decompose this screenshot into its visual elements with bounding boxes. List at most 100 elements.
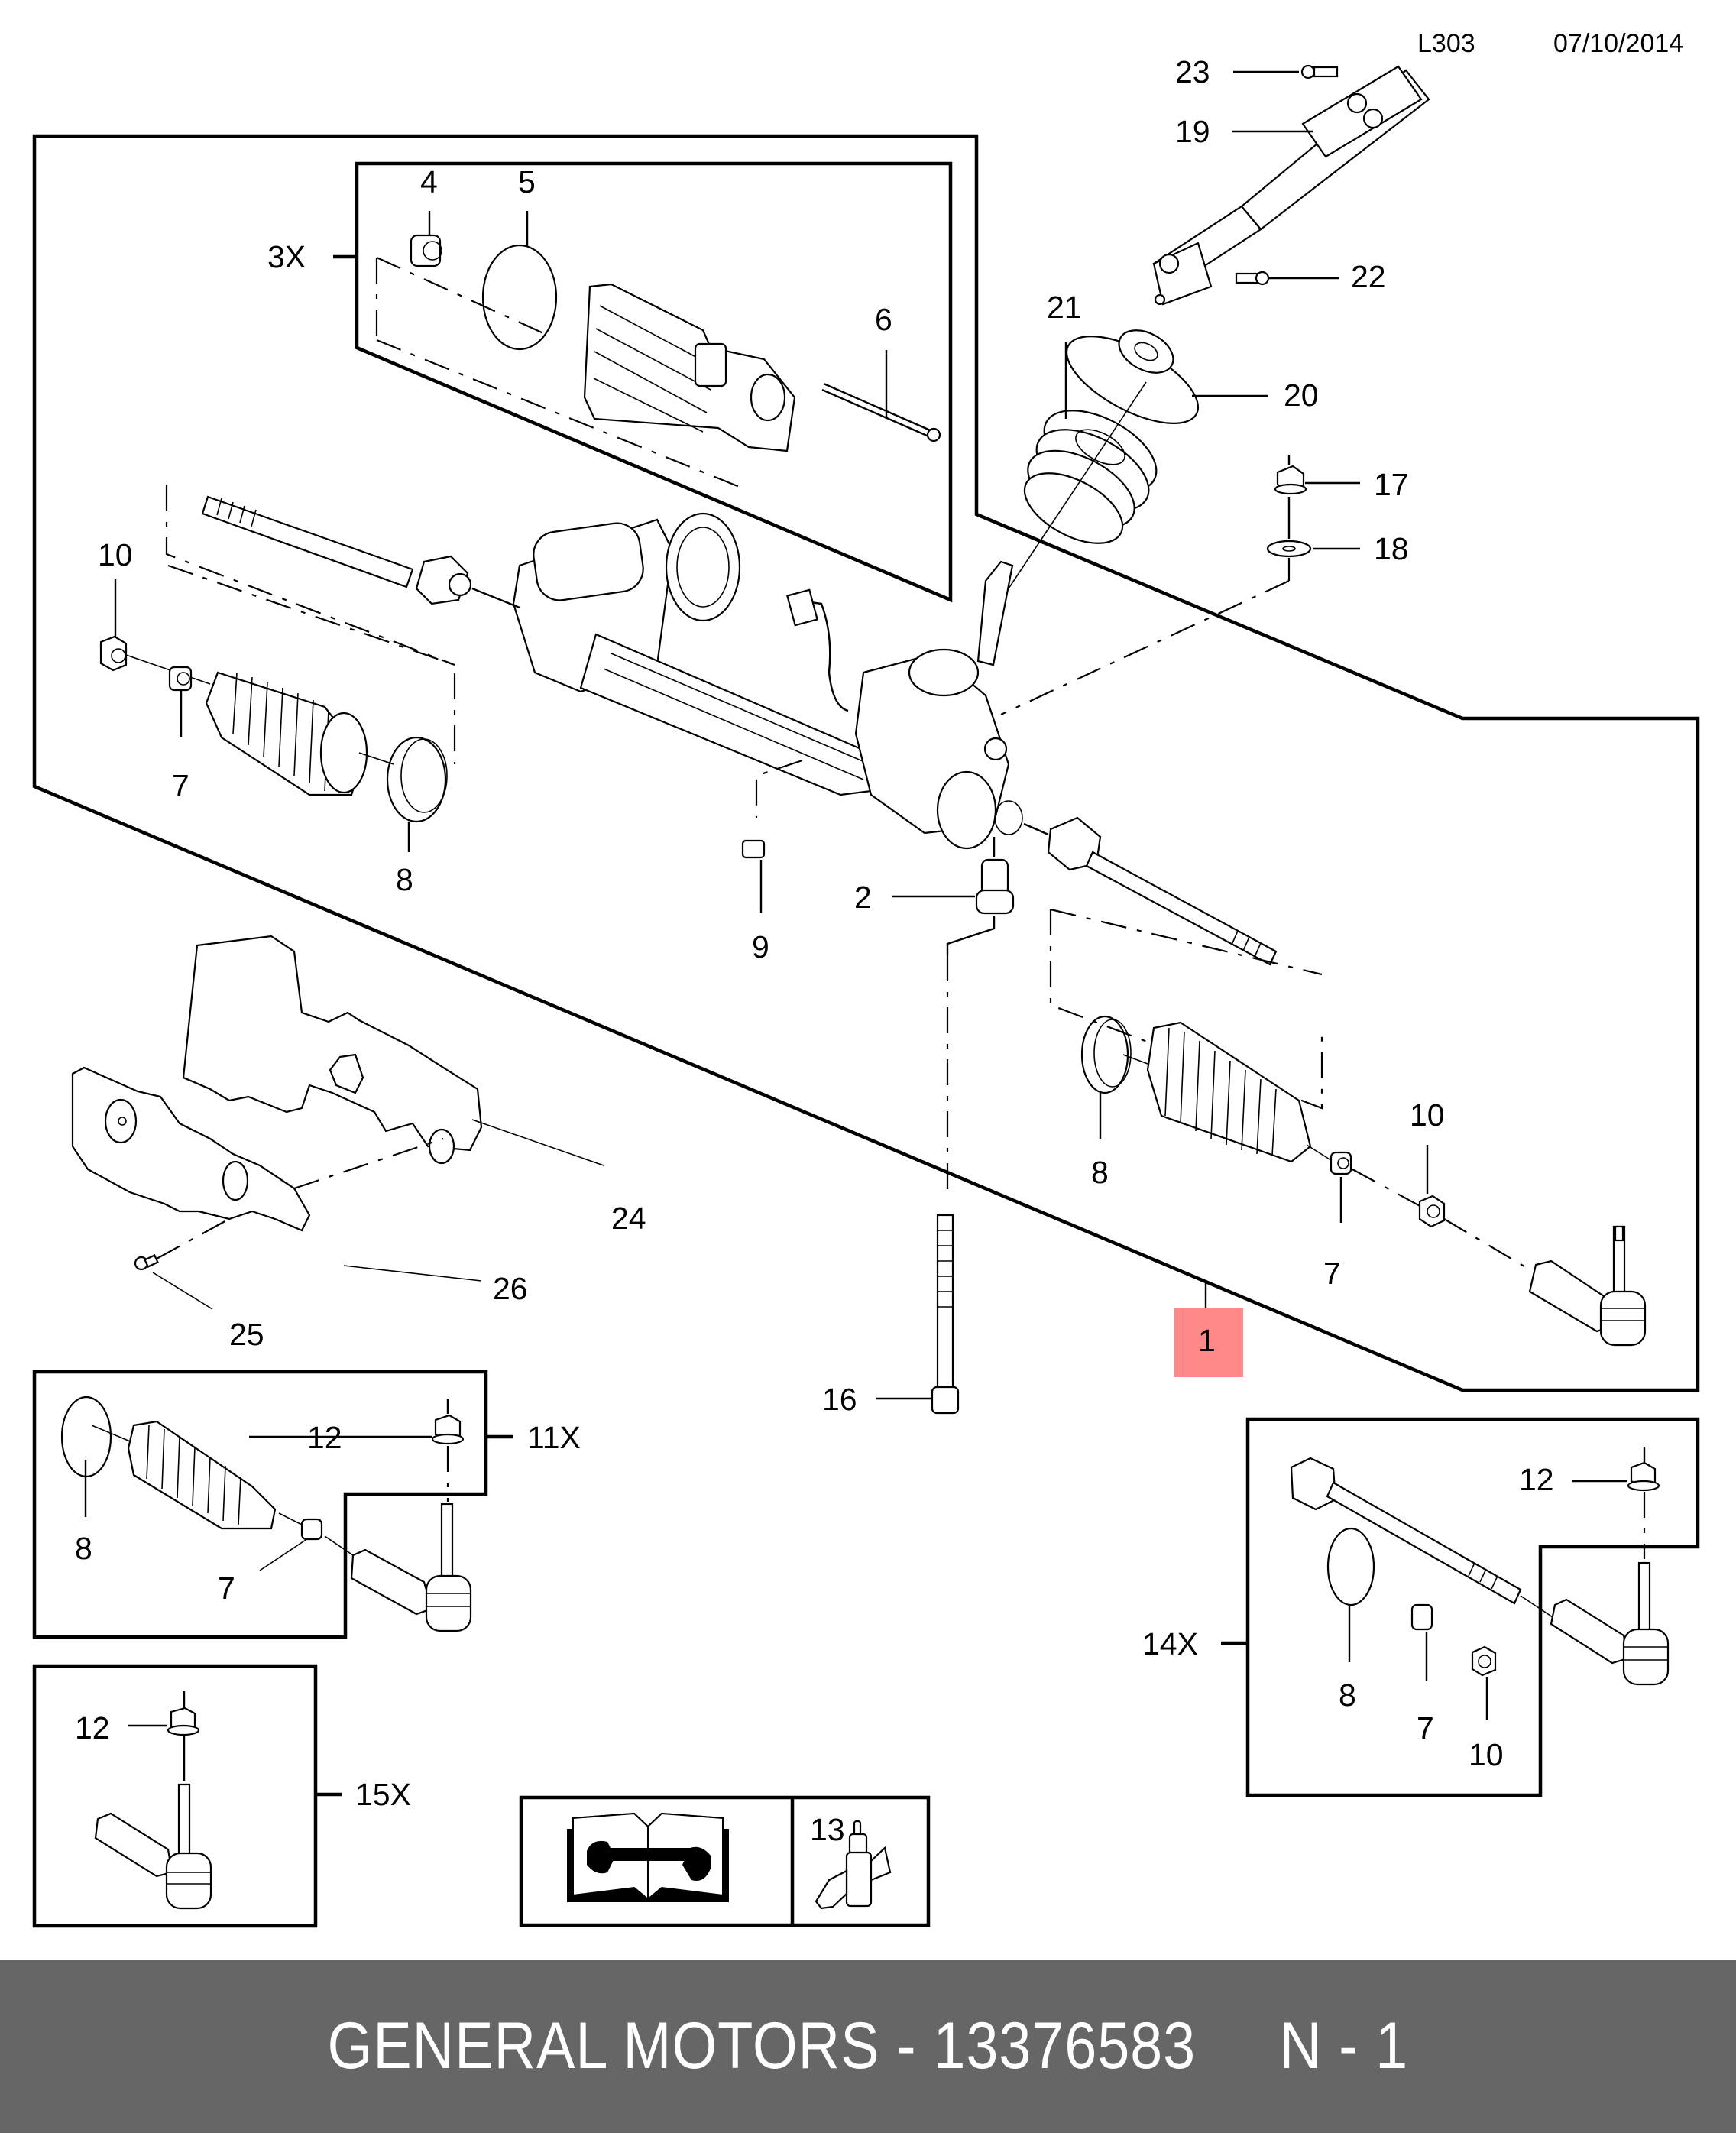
washer-18-icon (1266, 540, 1312, 558)
callout-8-left: 8 (396, 862, 413, 897)
callout-17: 17 (1374, 467, 1409, 502)
axis-right-clamp (1352, 1169, 1423, 1208)
clamp-14x-icon (1410, 1603, 1433, 1631)
callout-10-left: 10 (98, 537, 133, 572)
right-boot-clamp-ring-icon (1080, 1015, 1132, 1094)
clamp-11x-icon (300, 1518, 323, 1541)
axis-line-motor-3 (376, 339, 746, 491)
callout-20: 20 (1284, 378, 1319, 413)
axis-heat-bolt (156, 1218, 230, 1259)
callout-10-right: 10 (1410, 1097, 1445, 1133)
right-inner-tie-rod-icon (1047, 816, 1278, 966)
callout-25: 25 (229, 1317, 264, 1352)
diagram-date: 07/10/2014 (1553, 29, 1683, 58)
right-outer-tie-rod-end-icon (1528, 1225, 1647, 1347)
callout-8-14x: 8 (1339, 1678, 1356, 1713)
retaining-nut-icon (410, 234, 442, 267)
callout-1-highlight[interactable] (1174, 1308, 1243, 1377)
axis-18-mount (1000, 580, 1290, 715)
left-inner-tie-rod-icon (201, 495, 472, 605)
diagram-code: L303 (1417, 29, 1475, 58)
ring-14x-icon (1326, 1527, 1375, 1606)
right-boot-icon (1146, 1021, 1312, 1163)
pinch-bolt-lower-icon (1235, 271, 1270, 286)
callout-8-right: 8 (1091, 1155, 1109, 1190)
leader-25 (152, 1272, 213, 1310)
callout-19: 19 (1175, 114, 1210, 149)
right-tierod-box-dash-top (1050, 908, 1323, 976)
main-assembly-frame (32, 134, 1700, 1392)
callout-1: 1 (1198, 1323, 1216, 1358)
axis-right-rod (1023, 822, 1049, 836)
leader-7-11x (259, 1539, 306, 1571)
callout-18: 18 (1374, 531, 1409, 566)
nut-17-icon (1274, 465, 1307, 495)
right-tierod-box-dash (1049, 909, 1323, 1110)
heat-shield-icon (71, 935, 483, 1232)
jam-nut-14x-icon (1471, 1645, 1497, 1677)
callout-8-11x: 8 (75, 1531, 92, 1566)
service-info-box (519, 1795, 931, 1927)
steering-motor-icon (583, 283, 796, 452)
right-boot-clamp-icon (1330, 1151, 1352, 1175)
bushing-2-icon (975, 858, 1015, 915)
nut-11x-icon (431, 1414, 465, 1445)
callout-6: 6 (875, 302, 892, 337)
axis-11x (91, 1425, 134, 1444)
callout-21: 21 (1047, 290, 1082, 325)
callout-4: 4 (420, 164, 438, 199)
axis-right-outer (1443, 1218, 1529, 1269)
pinch-bolt-icon (1300, 64, 1339, 79)
outer-tie-rod-end-11x-icon (350, 1503, 472, 1632)
axis-11x-end (324, 1535, 354, 1556)
inner-tie-rod-14x-icon (1290, 1457, 1522, 1605)
leader-26 (343, 1265, 482, 1282)
left-boot-icon (205, 671, 368, 796)
dash-seal-icon (1065, 329, 1200, 424)
kit-14x-frame (1245, 1417, 1700, 1797)
callout-2: 2 (854, 880, 872, 915)
mount-bolt-16-icon (931, 1214, 960, 1415)
axis-left-jam (125, 654, 211, 685)
callout-9: 9 (752, 929, 769, 964)
callout-11x: 11X (527, 1420, 581, 1455)
axis-line-motor (376, 256, 551, 338)
callout-10-14x: 10 (1469, 1737, 1504, 1772)
callout-7-right: 7 (1323, 1256, 1341, 1291)
boot-11x-icon (127, 1420, 277, 1530)
heat-shield-bolt-icon (134, 1254, 159, 1271)
left-jam-nut-icon (99, 635, 128, 672)
threadlocker-bottle-icon (815, 1820, 892, 1910)
callout-16: 16 (822, 1382, 857, 1417)
callout-7-14x: 7 (1417, 1710, 1434, 1746)
wiring-harness-icon (794, 598, 849, 712)
axis-left-boot (358, 752, 394, 765)
callout-7-left: 7 (172, 768, 189, 803)
kit-11x-frame (32, 1370, 488, 1639)
axis-9 (755, 759, 803, 818)
callout-3x: 3X (267, 239, 306, 274)
service-manual-wrench-icon[interactable] (567, 1812, 729, 1902)
callout-22: 22 (1351, 259, 1386, 294)
axis-14x-rod (1520, 1595, 1556, 1619)
axis-heat-shield (293, 1137, 444, 1190)
left-boot-clamp-icon (168, 666, 193, 692)
connector-icon (785, 588, 819, 627)
callout-23: 23 (1175, 54, 1210, 89)
callout-5: 5 (518, 164, 536, 199)
motor-bolt-icon (821, 382, 941, 442)
callout-13: 13 (810, 1812, 845, 1847)
callout-14x: 14X (1142, 1626, 1198, 1661)
footer-part-number: GENERAL MOTORS - 13376583 N - 1 (327, 2009, 1409, 2083)
callout-12-15x: 12 (75, 1710, 110, 1746)
axis-2-bottom (946, 916, 996, 955)
nut-14x-icon (1627, 1461, 1660, 1492)
outer-tie-rod-end-14x-icon (1550, 1561, 1670, 1686)
steering-rack-housing-icon (512, 512, 1023, 850)
footer-banner: GENERAL MOTORS - 13376583 N - 1 (0, 1960, 1736, 2133)
callout-12-11x: 12 (307, 1420, 342, 1455)
clip-9-icon (741, 839, 766, 859)
axis-left-rod (471, 587, 520, 609)
intermediate-shaft-icon (1152, 65, 1430, 306)
axis-right-boot (1306, 1144, 1334, 1162)
